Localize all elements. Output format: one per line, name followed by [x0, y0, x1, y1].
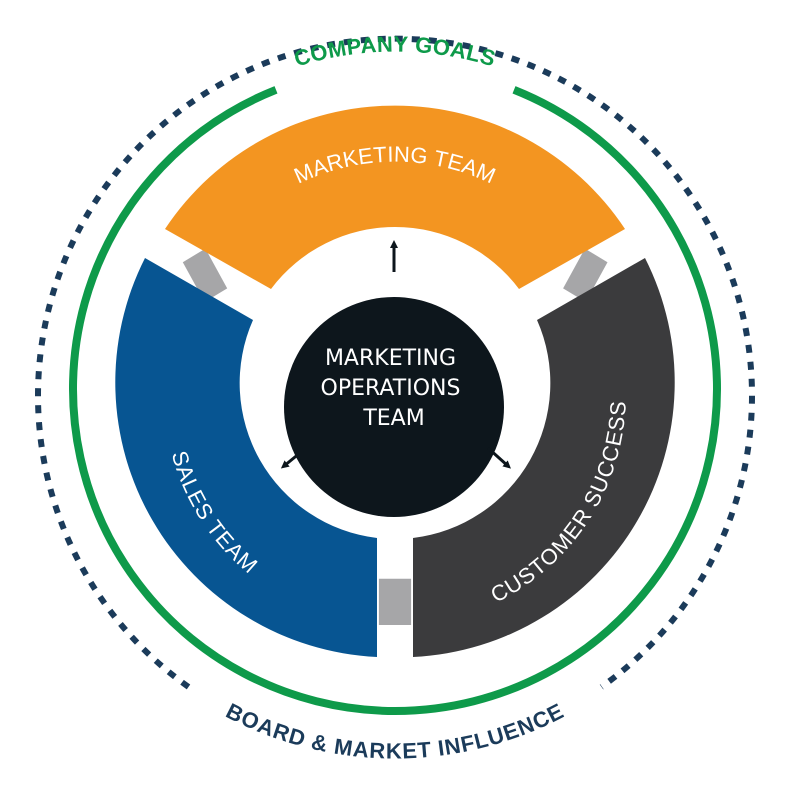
center-line-1: MARKETING [325, 346, 456, 371]
arrow-down-right-icon [486, 446, 511, 469]
direction-arrows [280, 240, 511, 469]
company-goals-label: COMPANY GOALS [291, 32, 499, 72]
customer-success-segment [413, 258, 675, 657]
marketing-operations-center [284, 297, 504, 517]
center-title: MARKETING OPERATIONS TEAM [321, 346, 468, 431]
connector-marketing-customer [563, 248, 608, 302]
arrow-down-left-icon [280, 446, 307, 469]
connector-sales-customer [378, 578, 412, 625]
segment-connectors [182, 248, 608, 625]
company-goals-text: COMPANY GOALS [291, 32, 498, 72]
board-influence-dotted-ring [35, 35, 755, 690]
sales-team-segment [115, 258, 378, 657]
company-goals-ring [69, 86, 721, 715]
marketing-team-segment [165, 105, 625, 289]
center-line-2: OPERATIONS [321, 376, 461, 401]
center-line-3: TEAM [362, 406, 424, 431]
connector-marketing-sales [182, 248, 228, 302]
